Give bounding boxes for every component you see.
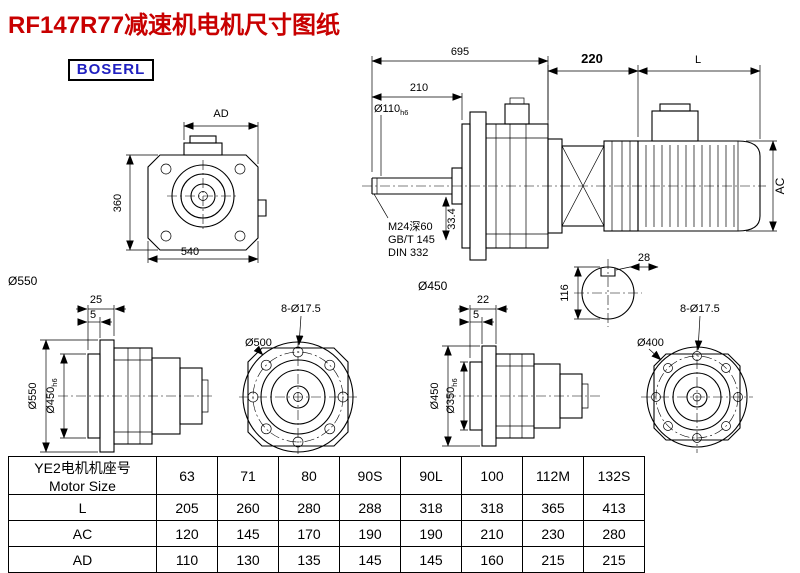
dim-28-label: 28 (638, 252, 650, 264)
dim-500-label: Ø500 (245, 337, 272, 349)
table-header-row: YE2电机机座号 Motor Size 63 71 80 90S 90L 100… (8, 456, 645, 495)
cell-AD-100: 160 (461, 546, 523, 573)
spigot-350-tolerance: h6 (450, 378, 459, 386)
dim-360-label: 360 (112, 194, 124, 212)
cell-AC-63: 120 (156, 520, 218, 547)
cell-AC-100: 210 (461, 520, 523, 547)
cell-L-90S: 288 (339, 494, 401, 521)
bolt-holes-500-label: 8-Ø17.5 (281, 303, 321, 315)
dim-400-label: Ø400 (637, 337, 664, 349)
dim-L-label: L (695, 54, 701, 66)
size-col-80: 80 (278, 456, 340, 495)
table-row-L: L 205 260 280 288 318 318 365 413 (8, 494, 645, 521)
motor-size-table: YE2电机机座号 Motor Size 63 71 80 90S 90L 100… (8, 456, 645, 573)
flange-front-view-small: 8-Ø17.5 Ø400 (637, 303, 753, 453)
cell-AC-112M: 230 (522, 520, 584, 547)
cell-AC-90S: 190 (339, 520, 401, 547)
cell-AD-80: 135 (278, 546, 340, 573)
cell-L-71: 260 (217, 494, 279, 521)
cell-AD-112M: 215 (522, 546, 584, 573)
cell-AD-90S: 145 (339, 546, 401, 573)
flange-side-view-large: 25 5 Ø550 Ø450h6 (27, 294, 214, 453)
row-label-AC: AC (8, 520, 157, 547)
cell-AC-80: 170 (278, 520, 340, 547)
dim-spigot-450-label: Ø450h6 (45, 378, 59, 413)
thread-std2-label: DIN 332 (388, 247, 428, 259)
cell-AD-132S: 215 (583, 546, 645, 573)
dim-AD-label: AD (213, 108, 228, 120)
spigot-450-tolerance: h6 (50, 378, 59, 386)
cell-L-100: 318 (461, 494, 523, 521)
spigot-350-value: Ø350 (445, 387, 457, 414)
dim-695-label: 695 (451, 46, 469, 58)
size-col-90L: 90L (400, 456, 462, 495)
dim-AC-label: AC (773, 177, 787, 194)
cell-AC-71: 145 (217, 520, 279, 547)
thread-std1-label: GB/T 145 (388, 234, 435, 246)
gearbox-front-view: AD 360 540 Ø550 (8, 108, 267, 288)
dim-spigot-350-label: Ø350h6 (445, 378, 459, 413)
motor-shaft-end-view: 116 28 (559, 252, 659, 327)
cell-AD-63: 110 (156, 546, 218, 573)
dim-220-label: 220 (581, 51, 603, 66)
spigot-450-value: Ø450 (45, 387, 57, 414)
gearbox-side-view: 695 210 Ø110h6 M24深60 GB/T 145 DIN 332 3… (362, 46, 766, 293)
cell-L-132S: 413 (583, 494, 645, 521)
cell-AC-90L: 190 (400, 520, 462, 547)
motor-size-header-cell: YE2电机机座号 Motor Size (8, 456, 157, 495)
size-col-63: 63 (156, 456, 218, 495)
motor-side-view: 220 L AC (547, 51, 787, 234)
motor-size-header-cn: YE2电机机座号 (34, 459, 131, 476)
dim-5-label: 5 (90, 309, 96, 321)
size-col-100: 100 (461, 456, 523, 495)
thread-spec-label: M24深60 (388, 220, 433, 233)
cell-AD-71: 130 (217, 546, 279, 573)
flange-front-view-large: 8-Ø17.5 Ø500 (239, 303, 357, 454)
cell-L-80: 280 (278, 494, 340, 521)
dim-5b-label: 5 (473, 309, 479, 321)
row-label-AD: AD (8, 546, 157, 573)
row-label-L: L (8, 494, 157, 521)
motor-size-header-en: Motor Size (49, 477, 116, 494)
dim-540-label: 540 (181, 246, 199, 258)
cell-L-112M: 365 (522, 494, 584, 521)
cell-L-63: 205 (156, 494, 218, 521)
page-title: RF147R77减速机电机尺寸图纸 (8, 12, 341, 39)
dim-25-label: 25 (90, 294, 102, 306)
shaft-dia-tolerance: h6 (400, 108, 408, 117)
table-row-AC: AC 120 145 170 190 190 210 230 280 (8, 520, 645, 547)
shaft-dia-value: Ø110 (374, 103, 400, 115)
cell-AC-132S: 280 (583, 520, 645, 547)
size-col-71: 71 (217, 456, 279, 495)
flange-side-view-small: 22 5 Ø450 Ø350h6 (429, 294, 600, 447)
dim-flange-550-label: Ø550 (27, 383, 39, 410)
dim-550-label: Ø550 (8, 274, 38, 288)
dim-flange-450-label: Ø450 (429, 383, 441, 410)
dim-22-label: 22 (477, 294, 489, 306)
boserl-logo: BOSERL (68, 59, 154, 81)
size-col-112M: 112M (522, 456, 584, 495)
dim-shaft-dia-label: Ø110h6 (374, 103, 408, 117)
technical-drawing-canvas: AD 360 540 Ø550 695 210 Ø110h6 (8, 46, 787, 454)
size-col-90S: 90S (339, 456, 401, 495)
cell-L-90L: 318 (400, 494, 462, 521)
dim-210-label: 210 (410, 82, 428, 94)
table-row-AD: AD 110 130 135 145 145 160 215 215 (8, 546, 645, 573)
size-col-132S: 132S (583, 456, 645, 495)
dim-450-label: Ø450 (418, 279, 448, 293)
dim-116-label: 116 (559, 284, 571, 302)
bolt-holes-400-label: 8-Ø17.5 (680, 303, 720, 315)
cell-AD-90L: 145 (400, 546, 462, 573)
dim-33-4-label: 33.4 (446, 208, 458, 229)
